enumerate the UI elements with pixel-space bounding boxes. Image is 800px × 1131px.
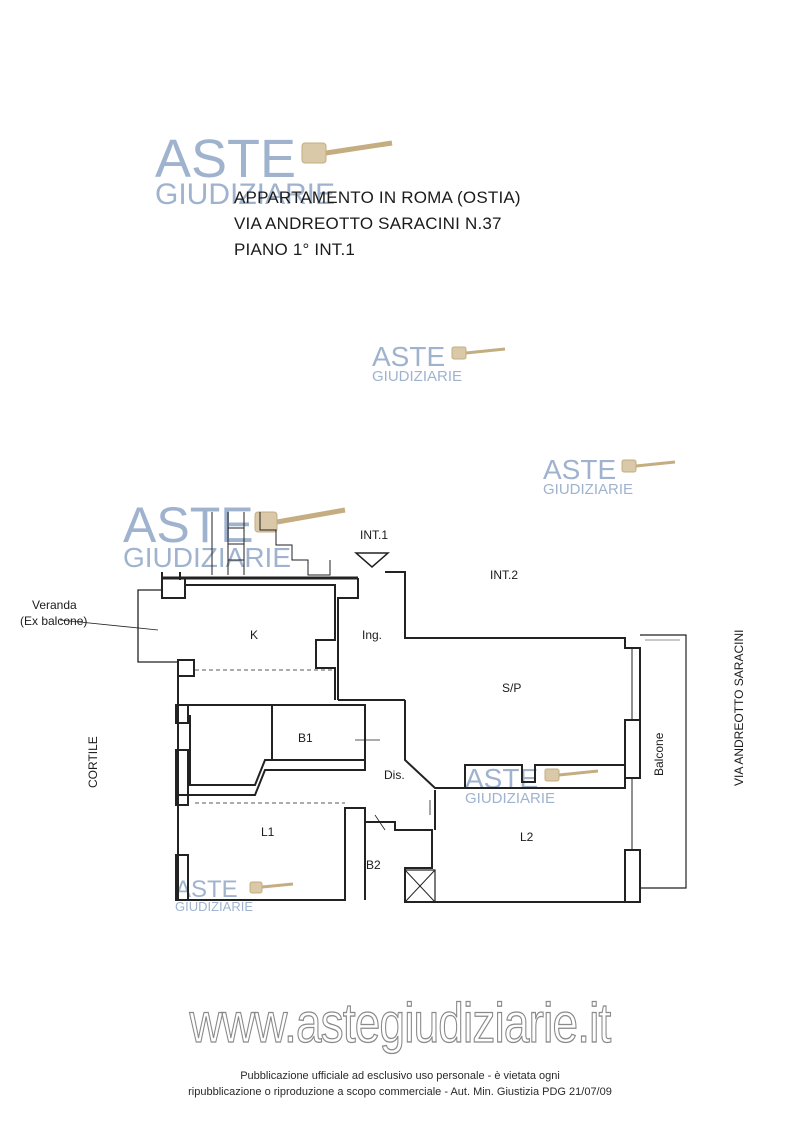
watermark-word-aste: ASTE (175, 876, 238, 903)
label-room-b2: B2 (366, 858, 381, 872)
label-room-l1: L1 (261, 825, 275, 839)
watermark-logo-4: ASTE GIUDIZIARIE (123, 500, 291, 572)
label-balcone: Balcone (652, 732, 666, 776)
label-room-b1: B1 (298, 731, 313, 745)
heading-line-1: APPARTAMENTO IN ROMA (OSTIA) (234, 188, 521, 207)
watermark-word-aste: ASTE (123, 497, 254, 553)
label-room-k: K (250, 628, 259, 642)
label-veranda: Veranda (32, 598, 77, 612)
watermark-word-giudiziarie: GIUDIZIARIE (372, 368, 463, 385)
website-watermark: www.astegiudiziarie.it (189, 990, 612, 1054)
watermark-word-giudiziarie: GIUDIZIARIE (175, 899, 254, 914)
label-ex-balcone: (Ex balcone) (20, 614, 88, 628)
gavel-icon (301, 140, 393, 164)
footer-line-1: Pubblicazione ufficiale ad esclusivo uso… (240, 1070, 560, 1082)
watermark-word-aste: ASTE (543, 454, 617, 485)
gavel-icon (249, 881, 294, 894)
watermark-word-aste: ASTE (155, 129, 297, 189)
label-cortile: CORTILE (86, 736, 100, 788)
label-room-l2: L2 (520, 830, 534, 844)
watermark-word-giudiziarie: GIUDIZIARIE (543, 481, 634, 498)
staircase (211, 512, 331, 576)
gavel-icon (621, 459, 676, 473)
footer-line-2: ripubblicazione o riproduzione a scopo c… (188, 1086, 612, 1098)
watermark-logo-6: ASTE GIUDIZIARIE (175, 876, 254, 914)
watermark-logo-3: ASTE GIUDIZIARIE (543, 454, 634, 498)
heading-line-3: PIANO 1° INT.1 (234, 240, 356, 259)
watermark-logo-2: ASTE GIUDIZIARIE (372, 341, 463, 385)
gavel-icon (451, 346, 506, 360)
heading-line-2: VIA ANDREOTTO SARACINI N.37 (234, 214, 502, 233)
label-room-dis: Dis. (384, 768, 405, 782)
label-int-1: INT.1 (360, 528, 389, 542)
label-int-2: INT.2 (490, 568, 519, 582)
watermark-word-giudiziarie: GIUDIZIARIE (155, 178, 336, 211)
watermark-logo-1: ASTE GIUDIZIARIE (155, 132, 335, 210)
label-room-ing: Ing. (362, 628, 383, 642)
label-room-sp: S/P (502, 681, 522, 695)
watermark-word-giudiziarie: GIUDIZIARIE (123, 542, 292, 573)
watermark-word-aste: ASTE (372, 341, 446, 372)
label-street: VIA ANDREOTTO SARACINI (732, 629, 746, 786)
watermark-word-giudiziarie: GIUDIZIARIE (465, 790, 556, 807)
gavel-icon (544, 768, 599, 782)
